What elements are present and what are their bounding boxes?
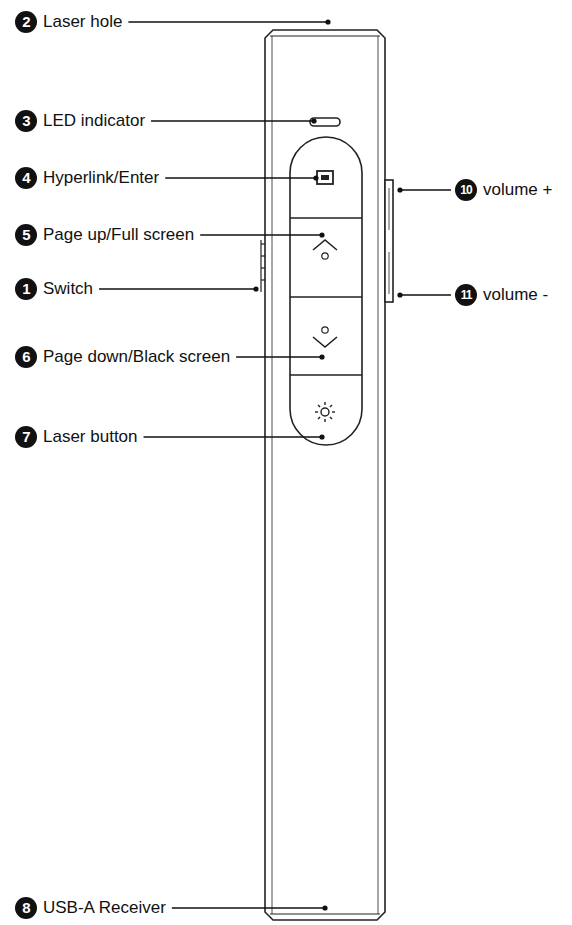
volume-rocker	[385, 180, 393, 302]
leader-line	[99, 288, 256, 289]
part-name: Laser button	[43, 427, 138, 447]
leader-dot	[313, 175, 318, 180]
callout-number: 8	[15, 897, 37, 919]
part-name: Switch	[43, 279, 93, 299]
part-name: USB-A Receiver	[43, 898, 166, 918]
leader-line	[151, 120, 314, 121]
part-name: Page up/Full screen	[43, 225, 194, 245]
leader-line	[398, 189, 451, 190]
presenter-body	[265, 30, 385, 920]
leader-line	[236, 356, 322, 357]
leader-dot	[253, 286, 258, 291]
part-name: LED indicator	[43, 111, 145, 131]
part-name: volume -	[483, 285, 548, 305]
leader-dot	[319, 434, 324, 439]
callout-number: 6	[15, 346, 37, 368]
leader-line	[398, 294, 451, 295]
leader-dot	[322, 905, 327, 910]
button-panel	[290, 137, 362, 445]
callout-number: 11	[455, 284, 477, 306]
leader-line	[128, 21, 328, 22]
part-name: Page down/Black screen	[43, 347, 230, 367]
part-name: volume +	[483, 180, 552, 200]
leader-dot	[319, 354, 324, 359]
power-switch	[261, 240, 265, 292]
leader-dot	[397, 292, 402, 297]
callout-number: 1	[15, 278, 37, 300]
leader-dot	[325, 19, 330, 24]
part-name: Laser hole	[43, 12, 122, 32]
leader-dot	[311, 118, 316, 123]
leader-line	[200, 234, 322, 235]
leader-line	[144, 436, 322, 437]
part-name: Hyperlink/Enter	[43, 168, 159, 188]
leader-dot	[397, 187, 402, 192]
callout-number: 10	[455, 179, 477, 201]
leader-dot	[319, 232, 324, 237]
callout-number: 7	[15, 426, 37, 448]
callout-number: 3	[15, 110, 37, 132]
led-indicator	[310, 118, 340, 126]
leader-line	[172, 907, 325, 908]
leader-line	[165, 177, 316, 178]
callout-number: 4	[15, 167, 37, 189]
callout-number: 2	[15, 11, 37, 33]
callout-number: 5	[15, 224, 37, 246]
